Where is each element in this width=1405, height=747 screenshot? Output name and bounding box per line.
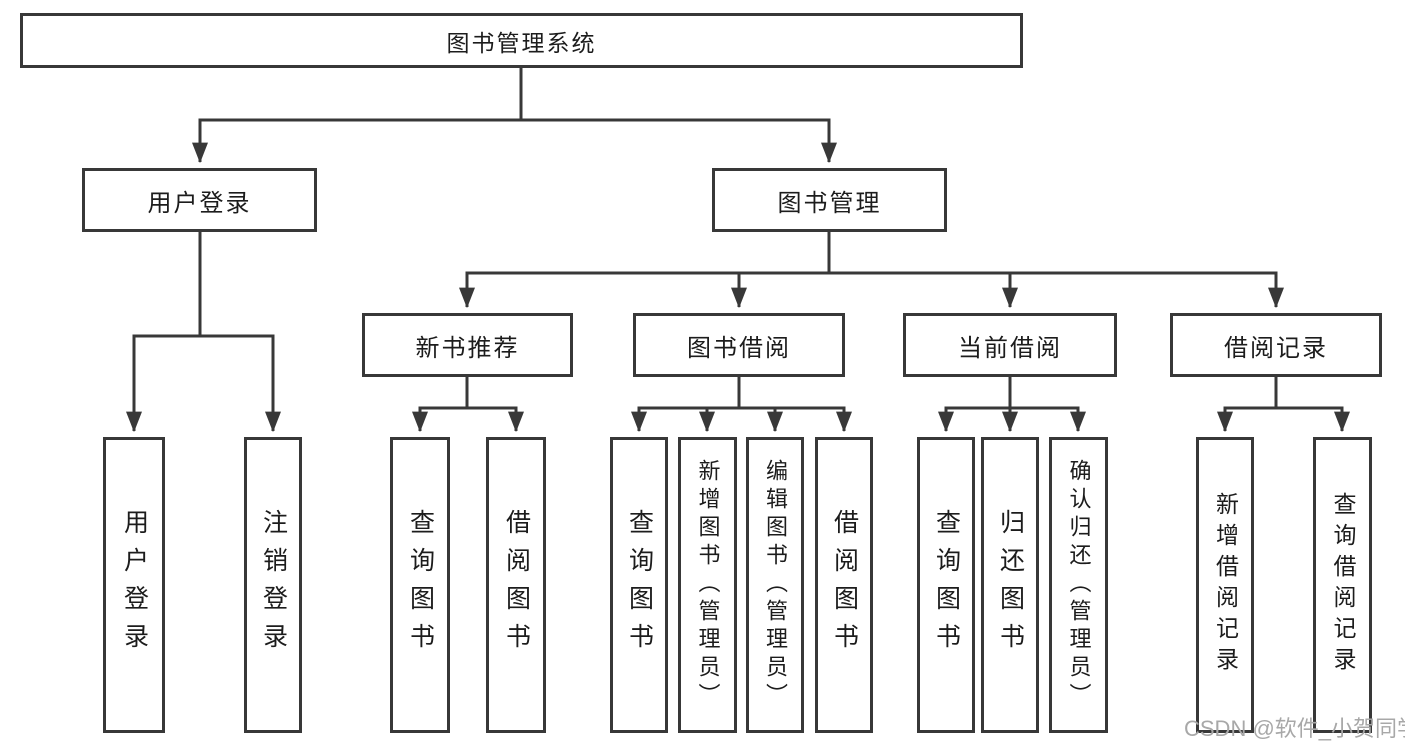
leaf-query-borrow-record-label: 查询借阅记录: [1330, 492, 1356, 678]
node-user-login-label: 用户登录: [147, 189, 252, 217]
leaf-borrow-books-2: 借阅图书: [815, 437, 873, 733]
node-library-system: 图书管理系统: [20, 13, 1023, 68]
leaf-add-books-admin: 新增图书（管理员）: [678, 437, 737, 733]
leaf-query-books-2: 查询图书: [610, 437, 668, 733]
leaf-logout: 注销登录: [244, 437, 302, 733]
leaf-borrow-books-1: 借阅图书: [486, 437, 546, 733]
node-new-book-recommend: 新书推荐: [362, 313, 573, 377]
node-book-borrowing-label: 图书借阅: [687, 334, 791, 362]
leaf-add-borrow-record-label: 新增借阅记录: [1212, 492, 1239, 678]
leaf-query-books-3: 查询图书: [917, 437, 975, 733]
node-borrowing-records: 借阅记录: [1170, 313, 1382, 377]
leaf-confirm-return-admin-label: 确认归还（管理员）: [1066, 459, 1092, 711]
leaf-return-books: 归还图书: [981, 437, 1039, 733]
leaf-user-login-label: 用户登录: [120, 509, 149, 661]
leaf-query-books-1-label: 查询图书: [406, 509, 435, 661]
node-new-book-recommend-label: 新书推荐: [415, 334, 520, 362]
leaf-logout-label: 注销登录: [259, 509, 288, 661]
node-book-borrowing: 图书借阅: [633, 313, 845, 377]
leaf-return-books-label: 归还图书: [996, 509, 1025, 661]
leaf-add-books-admin-label: 新增图书（管理员）: [695, 459, 721, 711]
leaf-user-login: 用户登录: [103, 437, 165, 733]
leaf-edit-books-admin: 编辑图书（管理员）: [746, 437, 804, 733]
node-book-management-label: 图书管理: [777, 189, 882, 217]
node-library-system-label: 图书管理系统: [446, 29, 597, 56]
node-user-login: 用户登录: [82, 168, 317, 232]
leaf-borrow-books-2-label: 借阅图书: [830, 509, 859, 661]
leaf-query-books-3-label: 查询图书: [932, 509, 961, 661]
leaf-edit-books-admin-label: 编辑图书（管理员）: [763, 459, 788, 711]
leaf-query-books-2-label: 查询图书: [625, 509, 654, 661]
node-current-borrowing-label: 当前借阅: [958, 334, 1062, 362]
leaf-add-borrow-record: 新增借阅记录: [1196, 437, 1254, 733]
leaf-query-borrow-record: 查询借阅记录: [1313, 437, 1372, 733]
node-book-management: 图书管理: [712, 168, 947, 232]
csdn-watermark: CSDN @软件_小贺同学: [1184, 716, 1405, 741]
node-current-borrowing: 当前借阅: [903, 313, 1117, 377]
leaf-confirm-return-admin: 确认归还（管理员）: [1049, 437, 1108, 733]
leaf-query-books-1: 查询图书: [390, 437, 450, 733]
leaf-borrow-books-1-label: 借阅图书: [502, 509, 531, 661]
node-borrowing-records-label: 借阅记录: [1224, 334, 1328, 362]
